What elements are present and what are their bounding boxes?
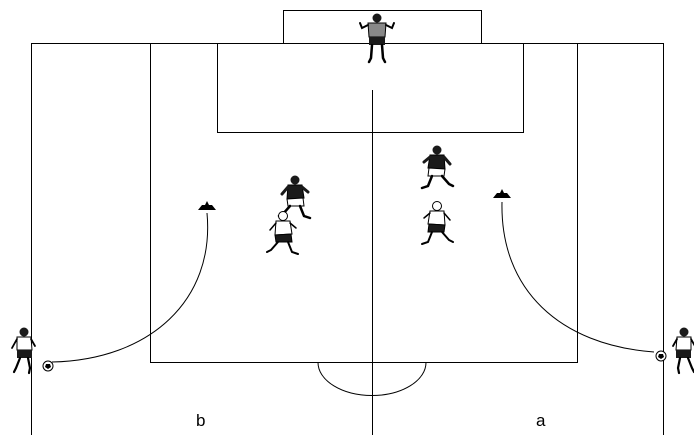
- ball-left: [42, 360, 54, 372]
- cone-left: [198, 201, 216, 210]
- curved-run-right: [501, 201, 655, 353]
- ball-right: [655, 350, 667, 362]
- goalkeeper-figure: [359, 13, 395, 64]
- defender-left: [266, 210, 299, 255]
- curved-run-left: [51, 212, 209, 363]
- attacker-right: [420, 144, 455, 190]
- penalty-arc: [317, 362, 427, 396]
- zone-label-a: a: [536, 411, 546, 430]
- defender-right: [421, 200, 454, 245]
- server-right: [671, 326, 694, 375]
- outer-boundary: [31, 43, 664, 435]
- zone-label-b: b: [196, 411, 206, 430]
- cone-right: [493, 189, 511, 198]
- penalty-area: [150, 43, 578, 363]
- pitch-lines: [31, 10, 664, 435]
